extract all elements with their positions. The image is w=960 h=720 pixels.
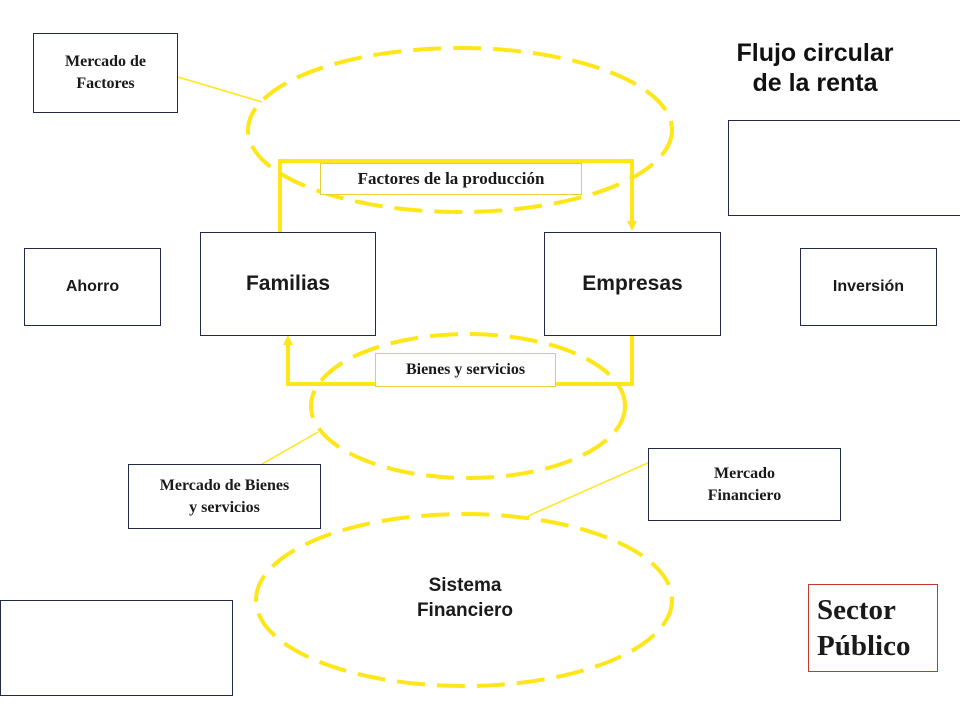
flow-factores-arrow [278, 159, 637, 234]
ahorro-box: Ahorro [24, 248, 161, 326]
blank-box-bottom-left [0, 600, 233, 696]
ellipse-mercado-factores [246, 46, 674, 214]
ellipse-sistema-financiero [254, 512, 674, 688]
inversion-box: Inversión [800, 248, 937, 326]
familias-box: Familias [200, 232, 376, 336]
ellipse-mercado-bienes [309, 332, 627, 480]
empresas-box: Empresas [544, 232, 721, 336]
mercado-financiero-box: Mercado Financiero [648, 448, 841, 521]
factores-produccion-label: Factores de la producción [320, 163, 582, 195]
connector-mercado-bienes [261, 431, 319, 465]
sistema-financiero-label: Sistema Financiero [416, 575, 514, 621]
sector-publico-box: Sector Público [808, 584, 938, 672]
bienes-servicios-label: Bienes y servicios [375, 353, 556, 387]
diagram-title: Flujo circular de la renta [736, 39, 894, 97]
mercado-bienes-box: Mercado de Bienes y servicios [128, 464, 321, 529]
mercado-factores-box: Mercado de Factores [33, 33, 178, 113]
connector-mercado-financiero [527, 461, 651, 517]
blank-box-top-right [728, 120, 960, 216]
connector-mercado-factores [177, 76, 263, 103]
